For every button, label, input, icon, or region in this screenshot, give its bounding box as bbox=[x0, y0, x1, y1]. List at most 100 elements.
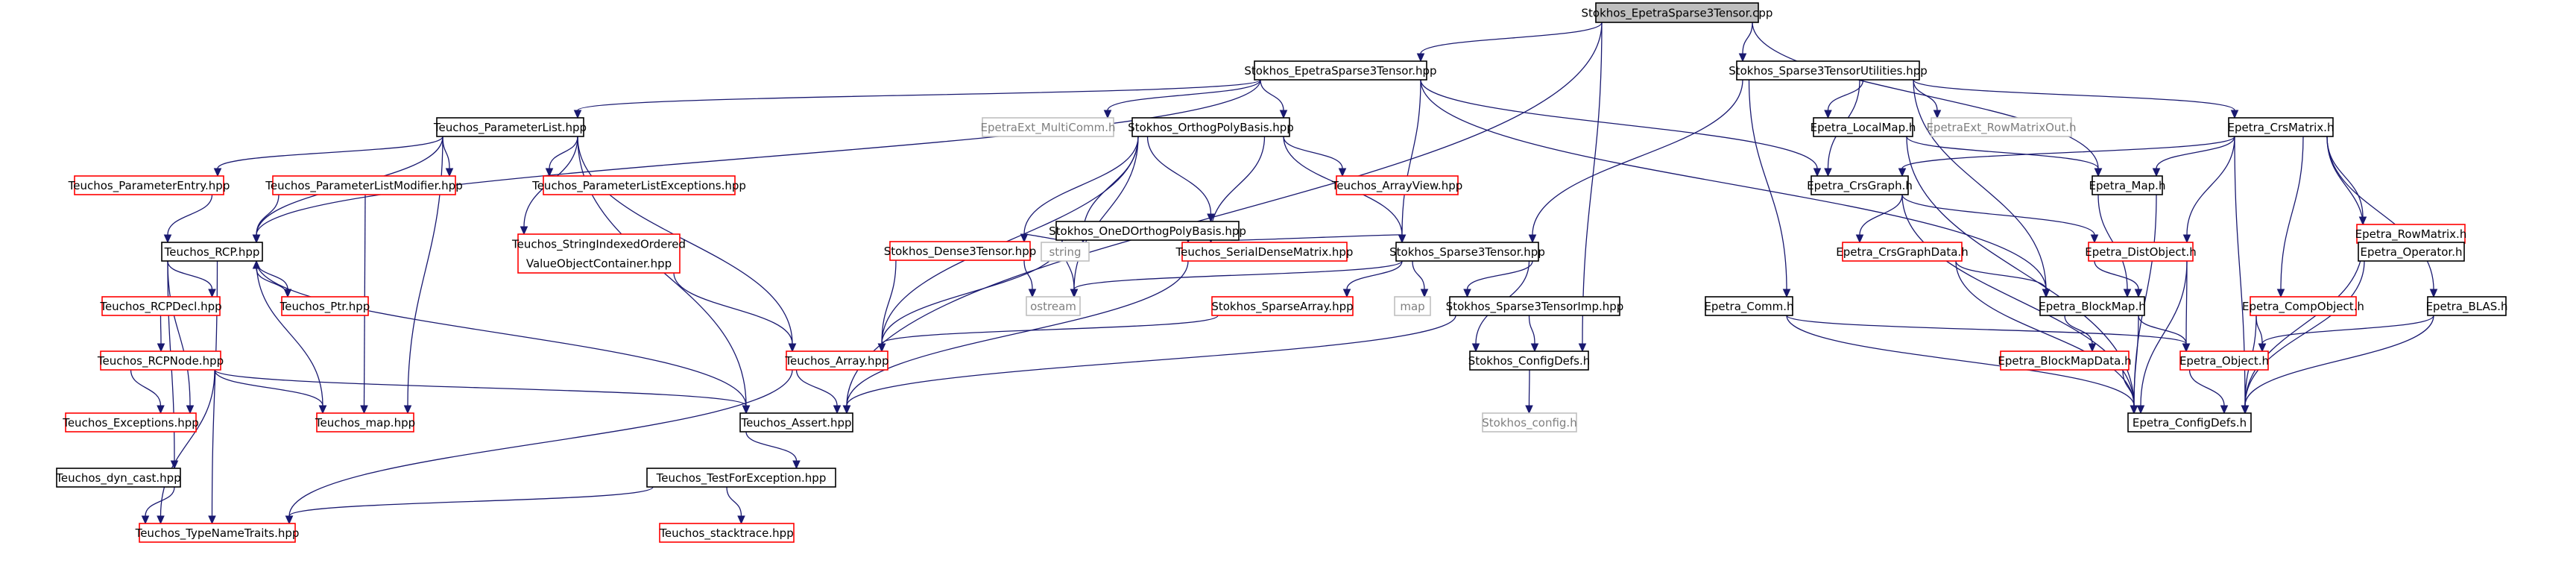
node-n_crsmatrix[interactable]: Epetra_CrsMatrix.h bbox=[2228, 117, 2334, 137]
node-label: Teuchos_SerialDenseMatrix.hpp bbox=[1175, 245, 1354, 260]
edge-arrowhead bbox=[2182, 234, 2191, 244]
edge-line bbox=[1906, 136, 2099, 169]
node-box bbox=[100, 350, 221, 371]
node-box bbox=[1211, 296, 1354, 316]
node-box bbox=[272, 175, 456, 195]
node-label: Teuchos_ParameterListModifier.hpp bbox=[265, 179, 462, 193]
node-n_s3tu_hpp[interactable]: Stokhos_Sparse3TensorUtilities.hpp bbox=[1729, 60, 1928, 81]
edge-line bbox=[577, 79, 1261, 111]
edge-n_rcp-to-n_exc bbox=[167, 260, 195, 415]
node-n_od[interactable]: Stokhos_OneDOrthogPolyBasis.hpp bbox=[1049, 221, 1246, 241]
node-n_crsgraph[interactable]: Epetra_CrsGraph.h bbox=[1807, 175, 1913, 195]
edge-n_eps3t_hpp-to-n_opb bbox=[1260, 79, 1288, 119]
node-label: Epetra_DistObject.h bbox=[2085, 245, 2197, 260]
node-n_arrview[interactable]: Teuchos_ArrayView.hpp bbox=[1331, 175, 1463, 195]
edge-n_blockmap-to-n_ecfg bbox=[2130, 315, 2139, 415]
node-box bbox=[1931, 117, 2072, 137]
node-n_cgdata[interactable]: Epetra_CrsGraphData.h bbox=[1836, 242, 1969, 262]
node-label: Stokhos_Sparse3TensorUtilities.hpp bbox=[1729, 64, 1928, 78]
node-n_blas[interactable]: Epetra_BLAS.h bbox=[2425, 296, 2508, 316]
node-n_scfg[interactable]: Stokhos_ConfigDefs.h bbox=[1468, 350, 1591, 371]
node-n_s3t[interactable]: Stokhos_Sparse3Tensor.hpp bbox=[1389, 242, 1545, 262]
edge-line bbox=[2186, 136, 2235, 236]
edge-n_s3tu_hpp-to-n_localmap bbox=[1824, 79, 1864, 119]
edge-arrowhead bbox=[1416, 53, 1425, 63]
node-n_rcp[interactable]: Teuchos_RCP.hpp bbox=[161, 242, 263, 262]
node-label: Stokhos_EpetraSparse3Tensor.hpp bbox=[1244, 64, 1436, 78]
node-n_opb[interactable]: Stokhos_OrthogPolyBasis.hpp bbox=[1128, 117, 1294, 137]
edge-arrowhead bbox=[1398, 234, 1407, 244]
edge-arrowhead bbox=[157, 343, 165, 353]
node-n_dense3[interactable]: Stokhos_Dense3Tensor.hpp bbox=[884, 241, 1037, 261]
edge-n_eps3t_hpp-to-n_blockmap bbox=[1420, 79, 2051, 298]
edge-line bbox=[1401, 79, 1421, 236]
node-n_exc[interactable]: Teuchos_Exceptions.hpp bbox=[62, 412, 199, 433]
edge-n_crsmatrix-to-n_map bbox=[2152, 136, 2235, 177]
edge-arrowhead bbox=[360, 405, 368, 415]
node-n_tfe[interactable]: Teuchos_TestForException.hpp bbox=[646, 468, 836, 488]
edge-n_ptr-to-n_rcp bbox=[252, 260, 288, 298]
node-n_compobj[interactable]: Epetra_CompObject.h bbox=[2242, 296, 2364, 316]
node-n_ptr[interactable]: Teuchos_Ptr.hpp bbox=[280, 296, 370, 316]
node-n_sparsearr[interactable]: Stokhos_SparseArray.hpp bbox=[1211, 296, 1354, 316]
edge-arrowhead bbox=[2094, 168, 2103, 177]
node-box bbox=[2092, 175, 2163, 195]
node-n_distobj[interactable]: Epetra_DistObject.h bbox=[2085, 242, 2197, 262]
node-n_eps3t_hpp[interactable]: Stokhos_EpetraSparse3Tensor.hpp bbox=[1244, 60, 1437, 81]
edge-arrowhead bbox=[252, 260, 261, 269]
edge-n_s3timp-to-n_assert bbox=[842, 315, 1456, 415]
edge-n_object-to-n_ecfg bbox=[2188, 369, 2229, 415]
edge-line bbox=[1232, 234, 1403, 241]
node-n_s3timp[interactable]: Stokhos_Sparse3TensorImp.hpp bbox=[1446, 296, 1624, 316]
node-n_ecfg[interactable]: Epetra_ConfigDefs.h bbox=[2127, 412, 2252, 433]
node-n_bmdata[interactable]: Epetra_BlockMapData.h bbox=[1998, 350, 2132, 371]
edge-line bbox=[2244, 315, 2434, 406]
node-box bbox=[2039, 296, 2145, 316]
node-label: ValueObjectContainer.hpp bbox=[526, 257, 672, 271]
node-n_rowmatrix[interactable]: Epetra_RowMatrix.h bbox=[2355, 224, 2467, 244]
node-n_rcpdecl[interactable]: Teuchos_RCPDecl.hpp bbox=[99, 296, 222, 316]
node-n_dyncast[interactable]: Teuchos_dyn_cast.hpp bbox=[55, 468, 181, 488]
node-n_tnt[interactable]: Teuchos_TypeNameTraits.hpp bbox=[135, 523, 300, 543]
edge-line bbox=[160, 315, 162, 345]
node-n_tmap[interactable]: Teuchos_map.hpp bbox=[315, 412, 415, 433]
node-n_object[interactable]: Epetra_Object.h bbox=[2179, 350, 2269, 371]
edge-arrowhead bbox=[2152, 168, 2161, 177]
node-label: Teuchos_ArrayView.hpp bbox=[1331, 179, 1463, 193]
edge-n_rcp-to-n_tmap bbox=[256, 260, 327, 415]
node-n_plist[interactable]: Teuchos_ParameterList.hpp bbox=[433, 117, 587, 137]
edge-arrowhead bbox=[2258, 343, 2267, 353]
node-label: Epetra_CrsGraph.h bbox=[1807, 179, 1913, 193]
edge-line bbox=[2280, 136, 2304, 290]
edge-line bbox=[2261, 315, 2434, 345]
edge-line bbox=[846, 260, 1189, 406]
node-n_rcpnode[interactable]: Teuchos_RCPNode.hpp bbox=[97, 350, 224, 371]
node-n_plmod[interactable]: Teuchos_ParameterListModifier.hpp bbox=[265, 175, 463, 195]
node-label: Teuchos_Assert.hpp bbox=[740, 416, 851, 430]
node-label: Epetra_Map.h bbox=[2089, 179, 2166, 193]
node-label: EpetraExt_RowMatrixOut.h bbox=[1926, 121, 2076, 135]
node-n_operator[interactable]: Epetra_Operator.h bbox=[2358, 242, 2465, 262]
node-root[interactable]: Stokhos_EpetraSparse3Tensor.cpp bbox=[1582, 2, 1773, 23]
node-n_comm[interactable]: Epetra_Comm.h bbox=[1704, 296, 1794, 316]
edge-line bbox=[256, 79, 1261, 236]
node-n_localmap[interactable]: Epetra_LocalMap.h bbox=[1811, 117, 1916, 137]
node-n_assert[interactable]: Teuchos_Assert.hpp bbox=[739, 412, 853, 433]
node-box bbox=[1595, 2, 1759, 23]
node-n_array[interactable]: Teuchos_Array.hpp bbox=[784, 350, 889, 371]
node-n_strobj[interactable]: Teuchos_StringIndexedOrderedValueObjectC… bbox=[511, 233, 686, 274]
node-box bbox=[2179, 350, 2269, 371]
node-n_pentry[interactable]: Teuchos_ParameterEntry.hpp bbox=[68, 175, 230, 195]
edge-n_eps3t_hpp-to-n_s3t bbox=[1398, 79, 1421, 244]
edge-arrowhead bbox=[792, 460, 801, 470]
edge-line bbox=[256, 260, 747, 406]
node-n_sdm[interactable]: Teuchos_SerialDenseMatrix.hpp bbox=[1175, 242, 1354, 262]
node-n_stack[interactable]: Teuchos_stacktrace.hpp bbox=[659, 523, 795, 543]
edge-arrowhead bbox=[252, 234, 261, 244]
node-n_blockmap[interactable]: Epetra_BlockMap.h bbox=[2039, 296, 2146, 316]
edge-n_crsmatrix-to-n_compobj bbox=[2276, 136, 2304, 298]
node-n_map[interactable]: Epetra_Map.h bbox=[2089, 175, 2166, 195]
edge-n_rcpnode-to-n_exc bbox=[130, 369, 165, 415]
node-n_plexc[interactable]: Teuchos_ParameterListExceptions.hpp bbox=[531, 175, 746, 195]
edge-n_plist-to-n_plmod bbox=[442, 136, 454, 177]
